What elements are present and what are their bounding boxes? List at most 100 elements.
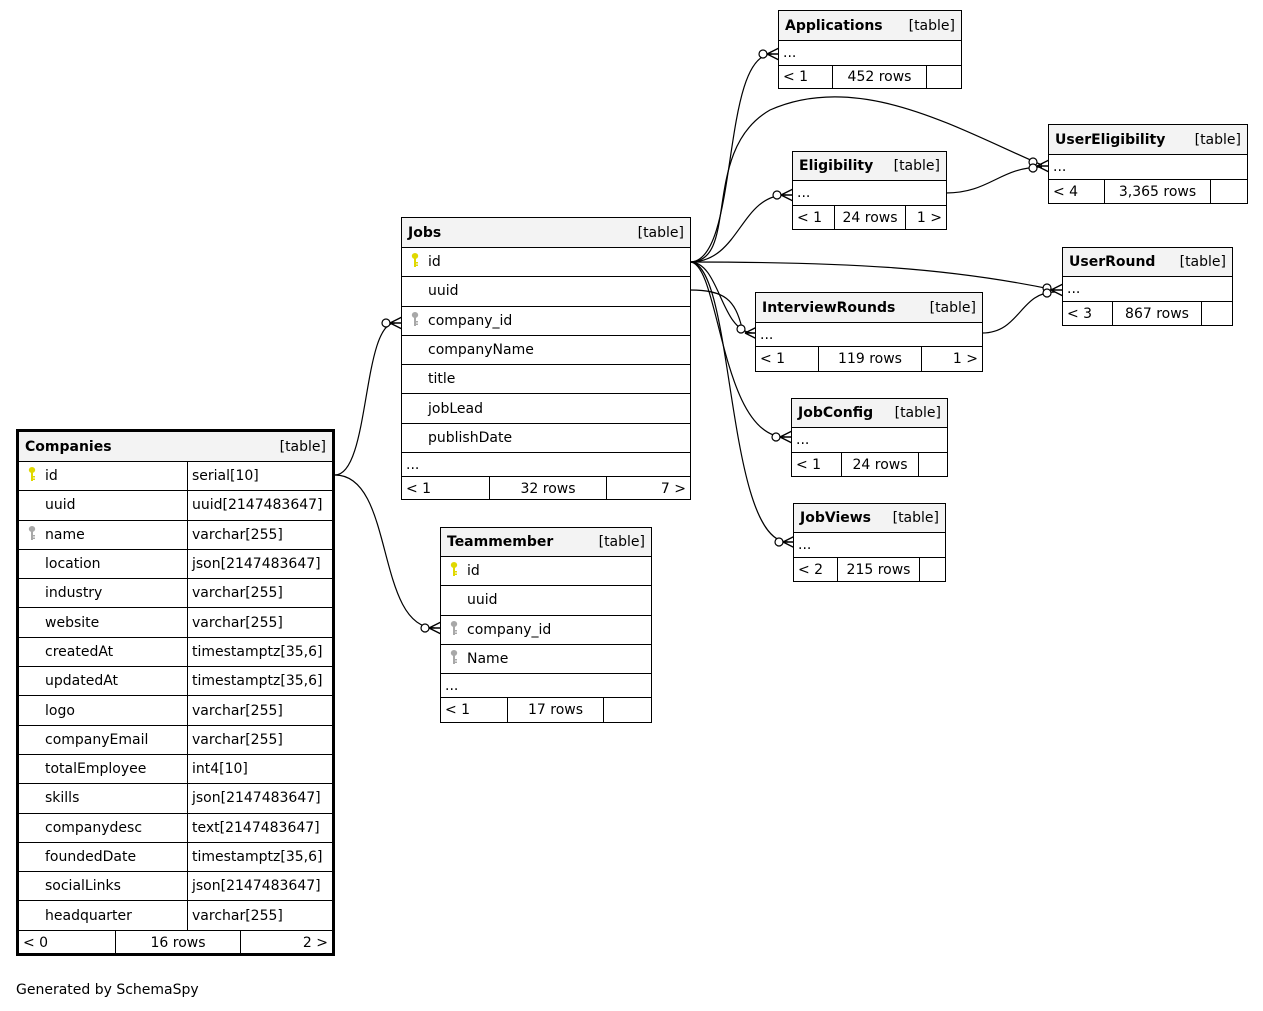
footer-children[interactable] — [1210, 180, 1247, 203]
footer-parents[interactable]: < 1 — [783, 69, 809, 85]
footer-parents[interactable]: < 1 — [445, 702, 471, 719]
foreign-key-icon — [27, 525, 37, 545]
column-name: company_id — [467, 621, 552, 638]
footer-children[interactable] — [919, 558, 945, 581]
crowfoot — [1036, 159, 1050, 173]
footer-parents[interactable]: < 0 — [23, 935, 49, 952]
table-kind: [table] — [598, 534, 645, 550]
footer-parents[interactable]: < 1 — [796, 456, 822, 473]
column-row[interactable]: companyName — [402, 336, 690, 366]
column-row[interactable]: companydesc text[2147483647] — [19, 813, 332, 843]
footer-children[interactable]: 7 > — [606, 477, 690, 501]
column-name: location — [45, 556, 101, 573]
foreign-key-icon — [410, 311, 420, 331]
table-kind: [table] — [929, 299, 976, 316]
more-columns-ellipsis: ... — [756, 323, 982, 347]
column-name: industry — [45, 585, 103, 602]
column-name: uuid — [45, 497, 76, 514]
footer-children[interactable]: 1 > — [905, 206, 946, 229]
footer-rowcount: 24 rows — [834, 206, 905, 229]
footer-parents[interactable]: < 4 — [1053, 183, 1079, 200]
footer-children[interactable] — [1201, 302, 1232, 325]
footer-children[interactable] — [926, 66, 961, 88]
edge-jobs-usereligibility — [689, 96, 1043, 263]
table-header: UserRound [table] — [1063, 248, 1232, 277]
table-footer: < 1 17 rows — [441, 698, 651, 723]
usereligibility-table[interactable]: UserEligibility [table] ... < 4 3,365 ro… — [1048, 124, 1248, 204]
table-name: JobViews — [800, 510, 871, 526]
footer-children[interactable]: 1 > — [921, 347, 982, 371]
interviewrounds-table[interactable]: InterviewRounds [table] ... < 1 119 rows… — [755, 292, 983, 372]
edge-end-circle — [420, 623, 430, 633]
footer-parents[interactable]: < 1 — [760, 351, 786, 367]
edge-end-circle — [1042, 288, 1052, 298]
footer-children[interactable]: 2 > — [240, 930, 332, 956]
footer-children[interactable] — [918, 453, 947, 476]
column-row[interactable]: id — [441, 557, 651, 587]
column-row[interactable]: company_id — [441, 616, 651, 645]
edge-end-circle — [736, 324, 746, 334]
column-name: companydesc — [45, 819, 143, 836]
edge-jobs-eligibility — [689, 194, 787, 263]
column-name: id — [467, 563, 480, 580]
footer-parents[interactable]: < 2 — [798, 561, 824, 578]
column-row[interactable]: publishDate — [402, 424, 690, 454]
footer-parents[interactable]: < 1 — [406, 480, 432, 497]
column-row[interactable]: Name — [441, 645, 651, 675]
column-row[interactable]: uuid — [402, 277, 690, 307]
edge-end-circle — [774, 537, 784, 547]
column-row[interactable]: company_id — [402, 307, 690, 336]
column-row[interactable]: uuid — [441, 586, 651, 616]
column-row[interactable]: id — [402, 248, 690, 278]
footer-rowcount: 867 rows — [1112, 302, 1201, 325]
jobconfig-table[interactable]: JobConfig [table] ... < 1 24 rows — [791, 398, 948, 477]
jobviews-table[interactable]: JobViews [table] ... < 2 215 rows — [793, 503, 946, 582]
footer-parents[interactable]: < 1 — [797, 209, 823, 226]
footer-rowcount: 119 rows — [818, 347, 921, 371]
footer-parents[interactable]: < 3 — [1067, 305, 1093, 322]
table-footer: < 4 3,365 rows — [1049, 180, 1247, 203]
eligibility-table[interactable]: Eligibility [table] ... < 1 24 rows 1 > — [792, 151, 947, 230]
edge-jobs-interviewrounds — [689, 261, 753, 334]
footer-children[interactable] — [603, 698, 651, 723]
column-row[interactable]: jobLead — [402, 394, 690, 424]
foreign-key-icon — [449, 620, 459, 640]
column-type: text[2147483647] — [187, 813, 332, 842]
more-columns-ellipsis: ... — [1063, 277, 1232, 302]
edge-end-circle — [772, 190, 782, 200]
edge-jobs-applications — [689, 53, 773, 263]
column-type: serial[10] — [187, 462, 332, 491]
key-slot — [402, 252, 428, 272]
column-name: updatedAt — [45, 673, 119, 690]
column-name: headquarter — [45, 907, 132, 924]
table-name: JobConfig — [798, 405, 874, 421]
edge-end-circle — [1028, 163, 1038, 173]
userround-table[interactable]: UserRound [table] ... < 3 867 rows — [1062, 247, 1233, 326]
applications-table[interactable]: Applications [table] ... < 1 452 rows — [778, 10, 962, 89]
more-columns-ellipsis: ... — [402, 453, 690, 478]
column-name: uuid — [428, 283, 459, 300]
column-row[interactable]: title — [402, 365, 690, 395]
column-name: companyName — [428, 342, 534, 359]
column-name: publishDate — [428, 429, 513, 446]
table-header: Companies [table] — [19, 432, 332, 462]
